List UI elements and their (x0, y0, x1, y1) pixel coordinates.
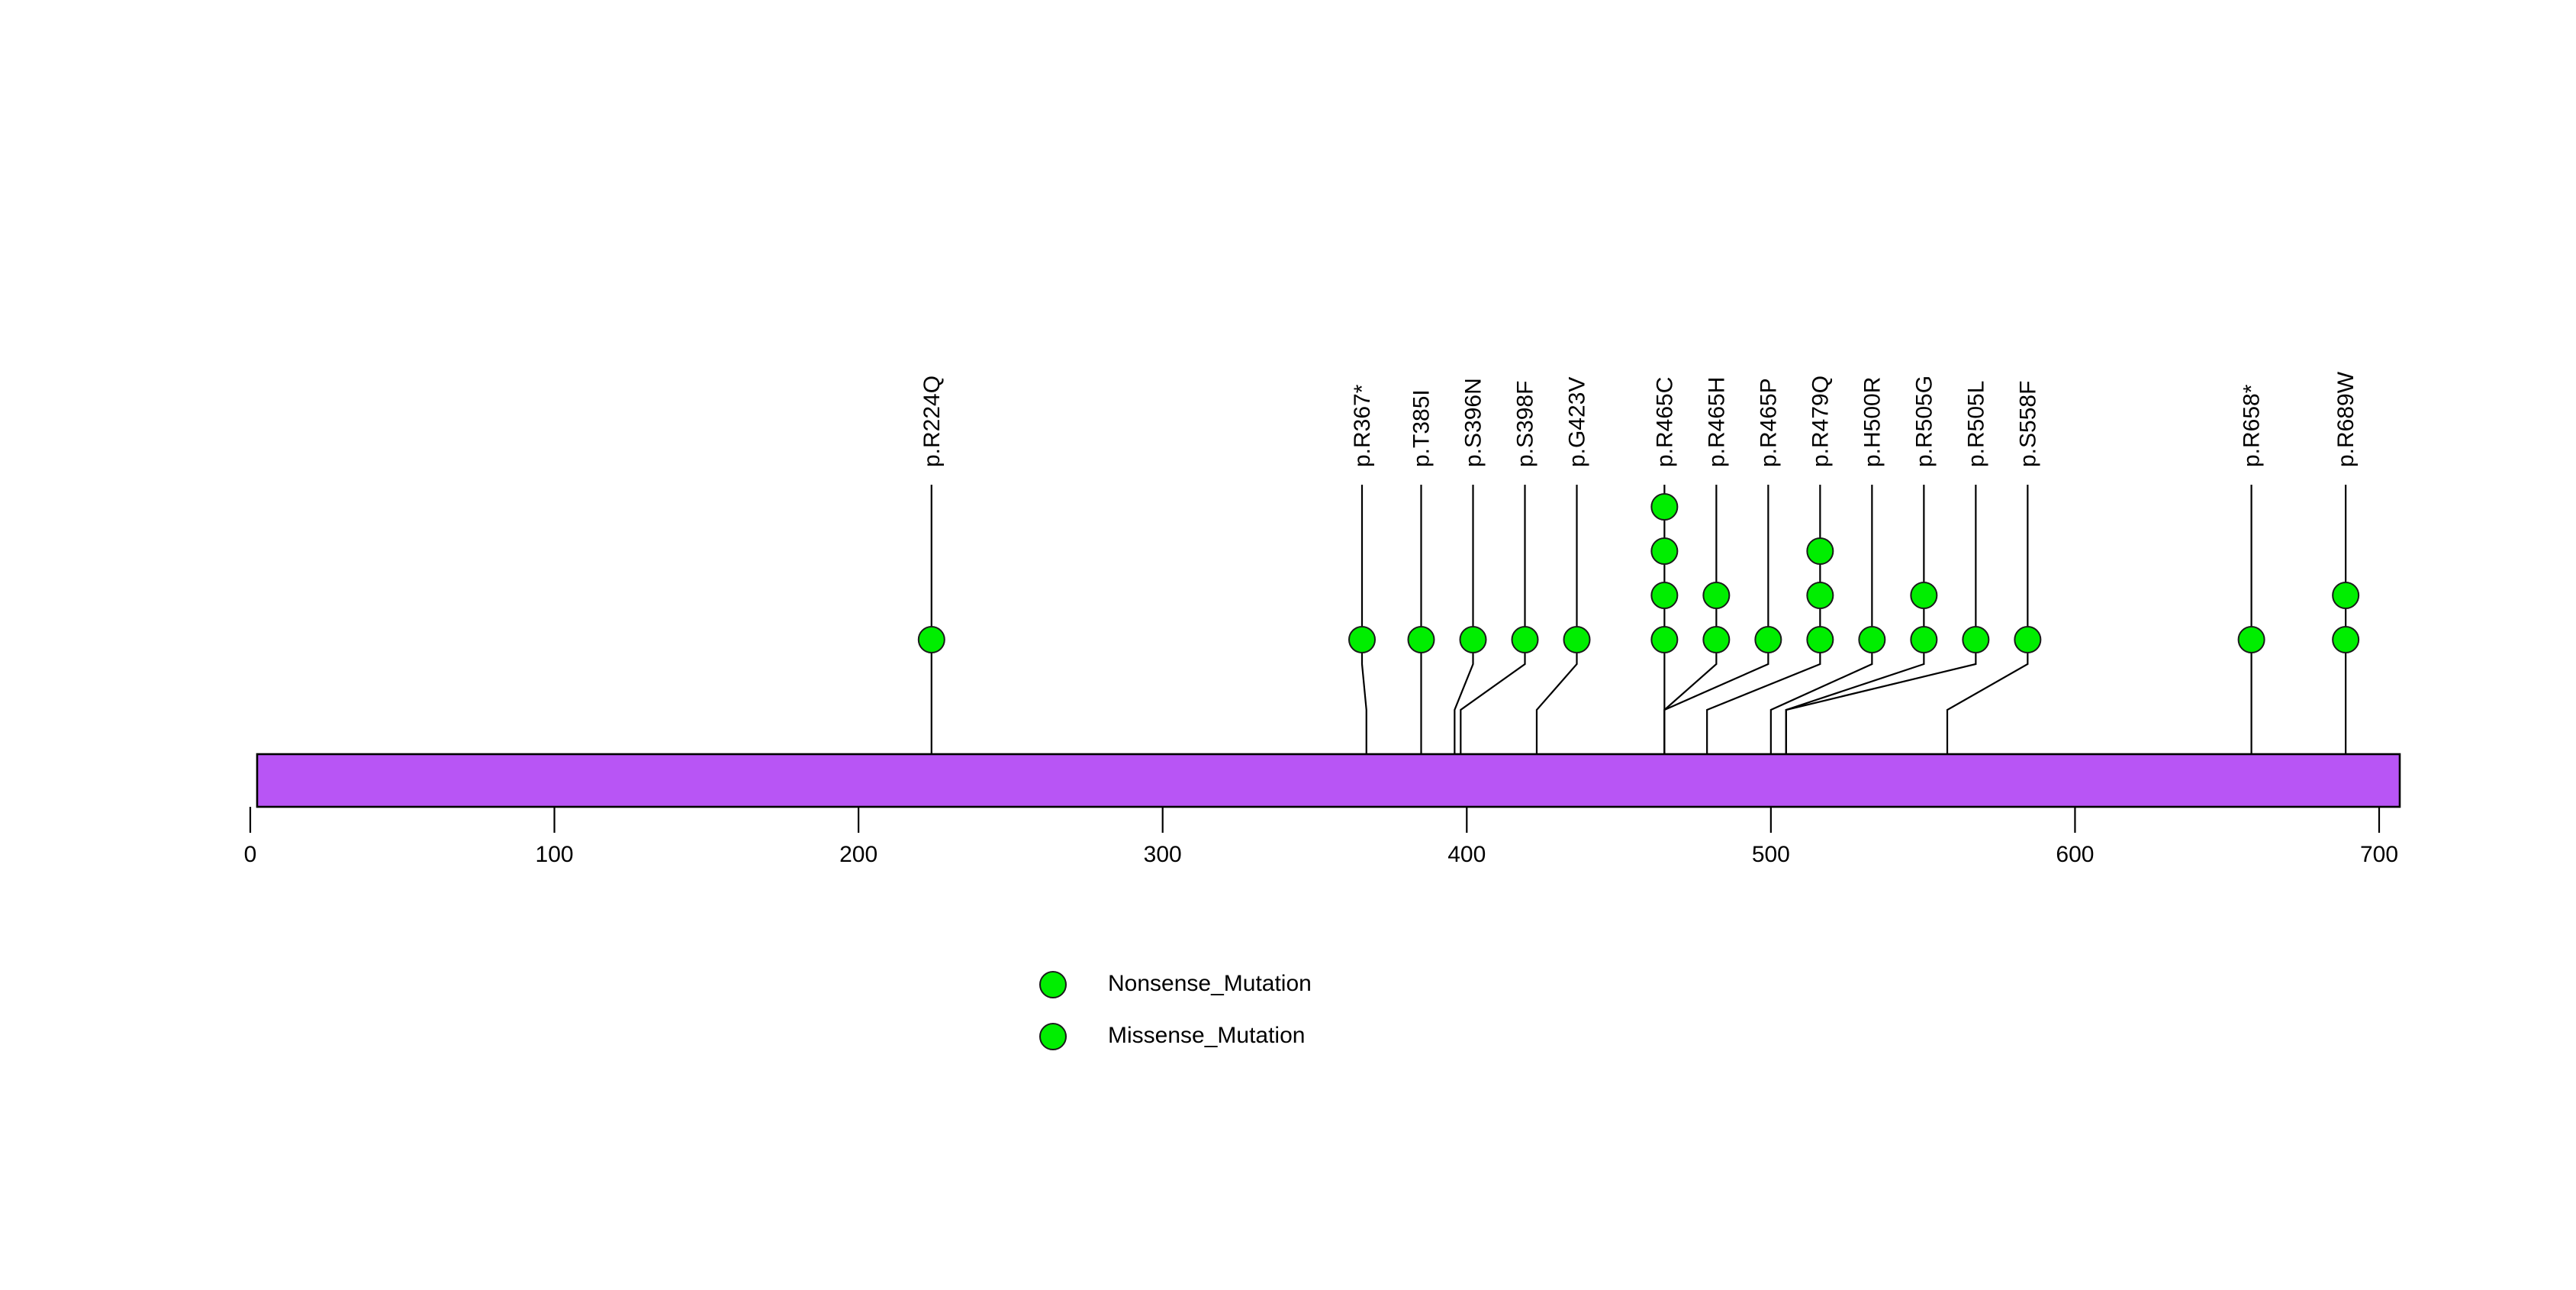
protein-backbone-bar (256, 753, 2401, 808)
mutation-marker[interactable] (1910, 626, 1938, 653)
mutation-label: p.T385I (1409, 389, 1435, 467)
mutation-label: p.S398F (1513, 381, 1538, 467)
x-axis-tick-label: 600 (2056, 842, 2094, 867)
legend-label: Missense_Mutation (1108, 1023, 1305, 1048)
x-axis-tick-label: 400 (1447, 842, 1486, 867)
x-axis-tick-label: 300 (1144, 842, 1182, 867)
mutation-marker[interactable] (1806, 582, 1834, 609)
mutation-label: p.R505G (1911, 376, 1937, 467)
mutation-marker[interactable] (1858, 626, 1886, 653)
x-axis-layer: 0 100 200 300 400 500 600 700 (244, 807, 2398, 867)
mutation-marker[interactable] (1348, 626, 1376, 653)
mutation-label: p.H500R (1860, 377, 1885, 467)
mutation-marker[interactable] (2237, 626, 2265, 653)
mutation-marker[interactable] (1563, 626, 1591, 653)
protein-backbone-layer (256, 753, 2401, 808)
legend-marker[interactable] (1039, 1023, 1067, 1050)
mutation-label: p.R465P (1756, 378, 1781, 467)
mutation-marker[interactable] (1806, 537, 1834, 565)
legend-marker[interactable] (1039, 971, 1067, 998)
mutation-marker[interactable] (1754, 626, 1782, 653)
x-axis-tick-label: 0 (244, 842, 257, 867)
mutation-marker[interactable] (1650, 626, 1679, 653)
legend-label: Nonsense_Mutation (1108, 971, 1312, 996)
mutation-marker[interactable] (1702, 582, 1731, 609)
mutation-marker[interactable] (1459, 626, 1487, 653)
mutation-marker[interactable] (1407, 626, 1435, 653)
x-axis-tick-label: 200 (839, 842, 877, 867)
mutation-label: p.R224Q (919, 376, 945, 467)
mutation-marker[interactable] (1650, 493, 1679, 521)
mutation-markers-layer (917, 493, 2360, 653)
mutation-label: p.R367* (1350, 384, 1375, 467)
mutation-marker[interactable] (917, 626, 945, 653)
mutation-marker[interactable] (1806, 626, 1834, 653)
mutation-marker[interactable] (2332, 626, 2360, 653)
mutation-label: p.R658* (2240, 384, 2265, 467)
x-axis-tick-label: 500 (1752, 842, 1790, 867)
x-axis-tick-label: 700 (2360, 842, 2398, 867)
mutation-label: p.R465C (1652, 377, 1677, 467)
mutation-marker[interactable] (1702, 626, 1731, 653)
mutation-marker[interactable] (1910, 582, 1938, 609)
mutation-marker[interactable] (1511, 626, 1539, 653)
x-axis-tick-label: 100 (536, 842, 574, 867)
mutation-label: p.G423V (1565, 377, 1590, 467)
mutation-label: p.S558F (2015, 381, 2040, 467)
mutation-label: p.R505L (1963, 381, 1988, 467)
mutation-label: p.R465H (1704, 377, 1729, 467)
mutation-marker[interactable] (1962, 626, 1990, 653)
mutation-label: p.R479Q (1808, 376, 1833, 467)
mutation-marker[interactable] (2014, 626, 2042, 653)
mutation-label: p.R689W (2333, 371, 2359, 467)
mutation-marker[interactable] (1650, 582, 1679, 609)
mutation-label: p.S396N (1461, 378, 1486, 467)
mutation-marker[interactable] (1650, 537, 1679, 565)
mutation-labels-layer: p.R224Q p.R367* p.T385I p.S396N p.S398F p.G42… (919, 371, 2359, 467)
mutation-marker[interactable] (2332, 582, 2360, 609)
